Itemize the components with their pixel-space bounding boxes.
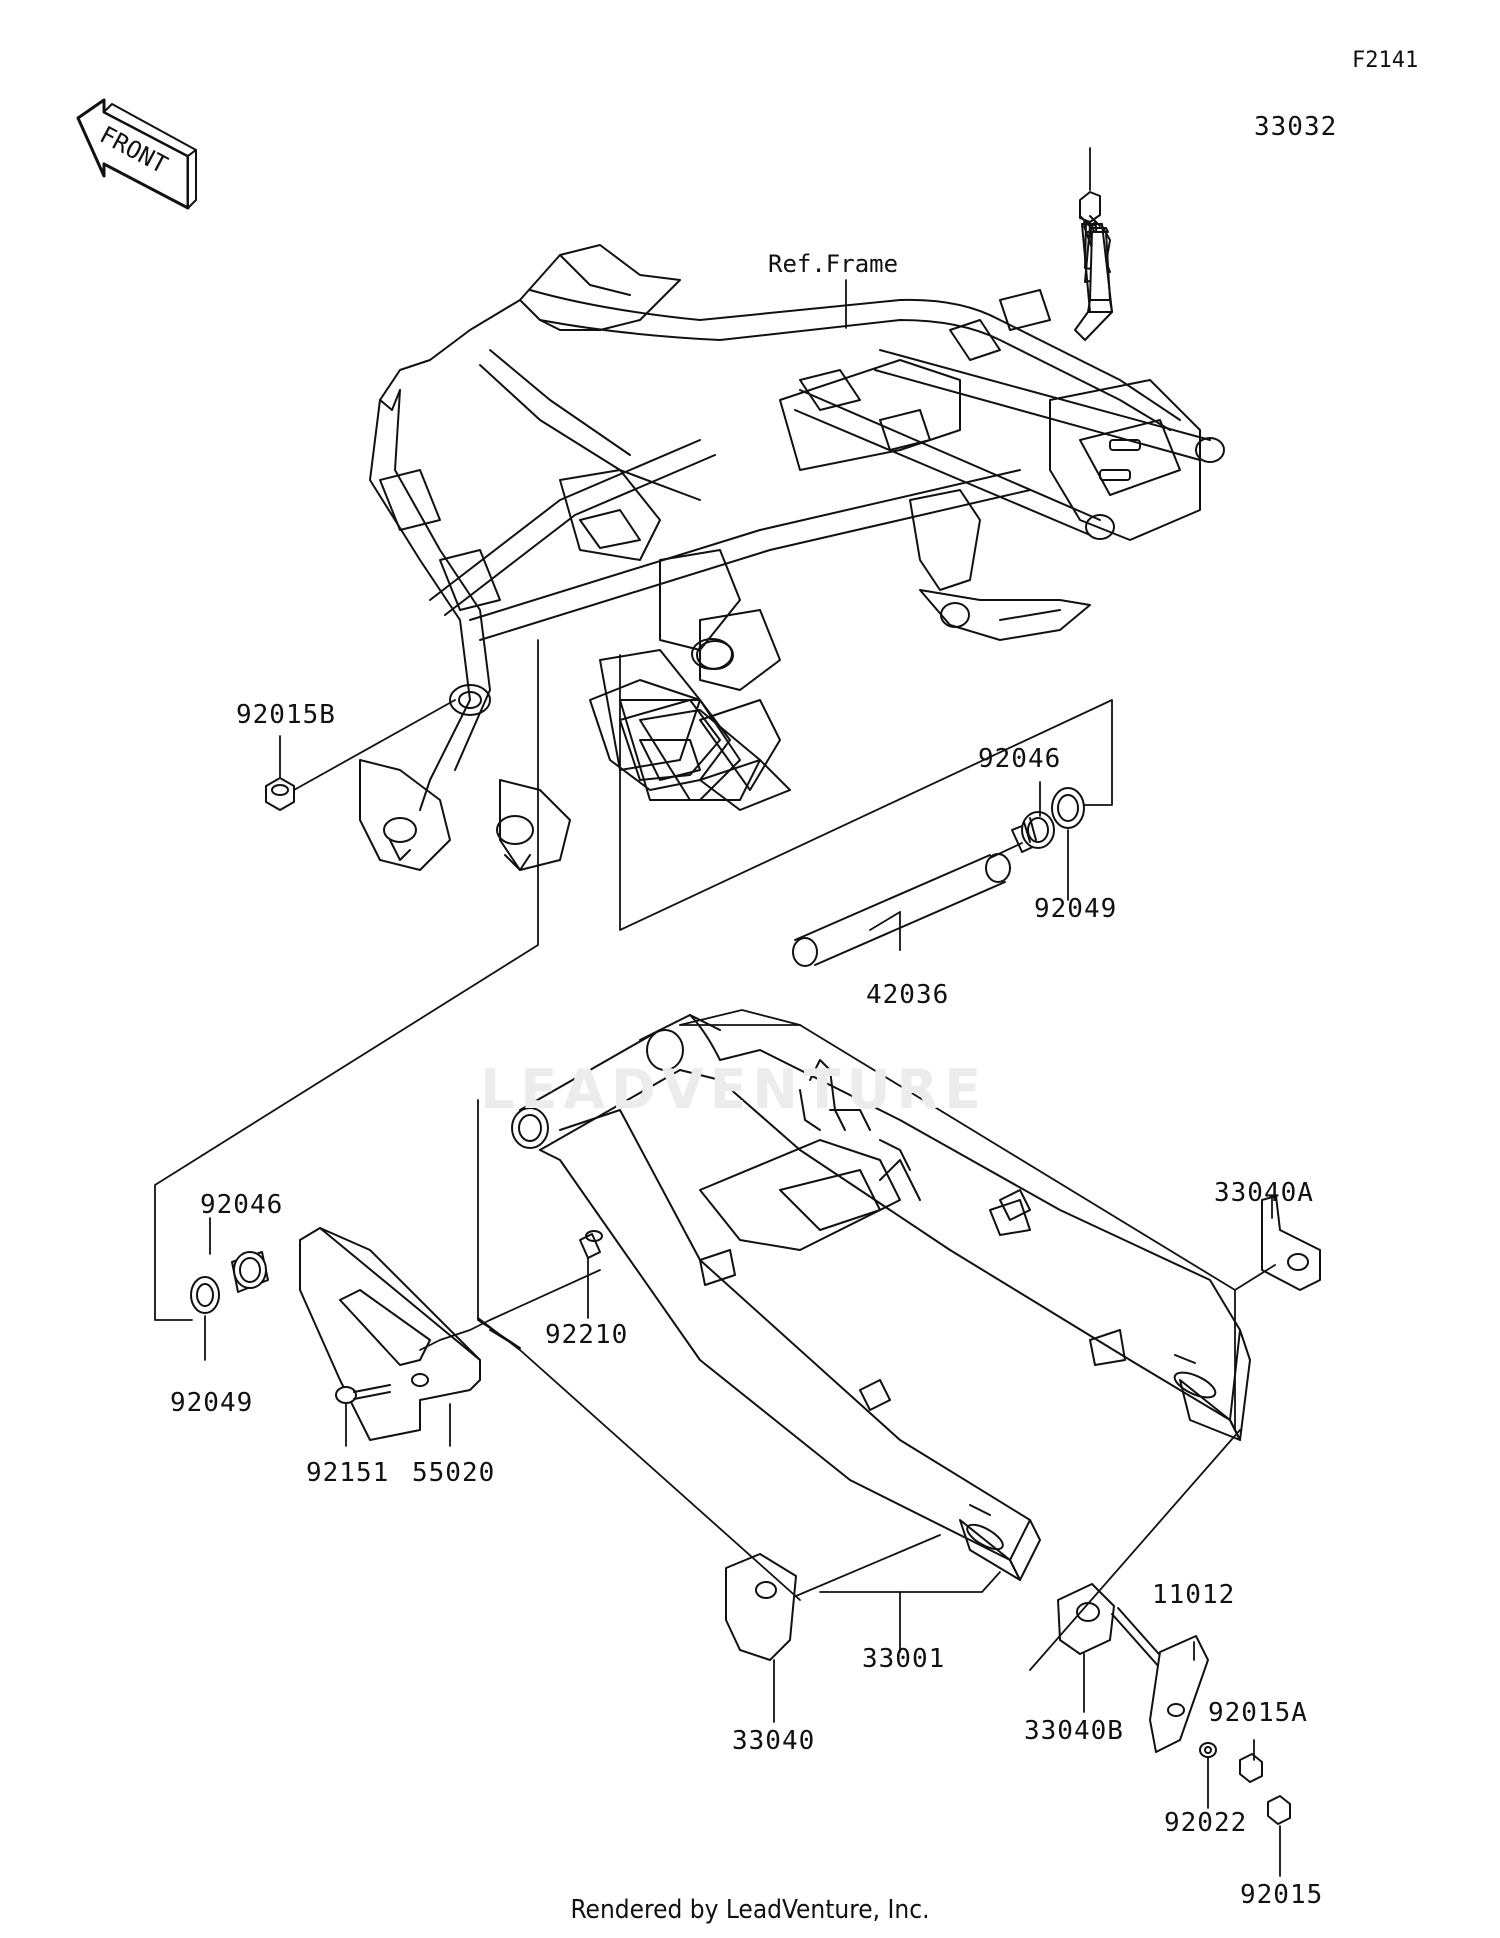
watermark: LEADVENTURE [480, 1058, 987, 1121]
leader-lines [205, 148, 1280, 1876]
part-label-92015B[interactable]: 92015B [236, 700, 336, 730]
adjuster-33040B [1058, 1584, 1114, 1654]
part-label-92015A[interactable]: 92015A [1208, 1698, 1308, 1728]
part-label-33032[interactable]: 33032 [1254, 112, 1338, 142]
part-label-33040B[interactable]: 33040B [1024, 1716, 1124, 1746]
chain-guide-55020-illustration [300, 1228, 480, 1440]
footer-credit: Rendered by LeadVenture, Inc. [570, 1895, 930, 1925]
nut-92015 [1268, 1796, 1290, 1824]
bolt-33032-shaft [1082, 224, 1112, 312]
seal-92049-top [1052, 788, 1084, 828]
part-label-11012[interactable]: 11012 [1152, 1580, 1236, 1610]
part-label-92046-left[interactable]: 92046 [200, 1190, 284, 1220]
adjuster-33040A [1262, 1196, 1320, 1290]
part-label-42036[interactable]: 42036 [866, 980, 950, 1010]
part-label-92049-top[interactable]: 92049 [1034, 894, 1118, 924]
part-label-55020[interactable]: 55020 [412, 1458, 496, 1488]
nut-92015A [1240, 1754, 1262, 1782]
part-label-33040A[interactable]: 33040A [1214, 1178, 1314, 1208]
part-label-92046-top[interactable]: 92046 [978, 744, 1062, 774]
pipe-42036-illustration [793, 854, 1010, 966]
nut-92015B [266, 778, 294, 810]
part-label-92049-left[interactable]: 92049 [170, 1388, 254, 1418]
part-label-92151[interactable]: 92151 [306, 1458, 390, 1488]
swingarm-33001-illustration [512, 1015, 1250, 1580]
part-label-92015[interactable]: 92015 [1240, 1880, 1324, 1910]
frame-reference-label: Ref.Frame [768, 250, 899, 278]
front-arrow-icon: FRONT [78, 100, 196, 208]
part-label-33040[interactable]: 33040 [732, 1726, 816, 1756]
seal-92049-left [191, 1277, 219, 1313]
screw-92151 [336, 1385, 390, 1403]
assembly-bracket-lines [155, 640, 1275, 1670]
part-label-33001[interactable]: 33001 [862, 1644, 946, 1674]
fitting-92210 [580, 1231, 602, 1258]
part-label-92022[interactable]: 92022 [1164, 1808, 1248, 1838]
washer-92022 [1200, 1743, 1216, 1757]
diagram-code: F2141 [1352, 48, 1419, 73]
frame-illustration [360, 245, 1224, 870]
bearing-92046-top [1012, 812, 1054, 852]
adjuster-33040 [726, 1554, 796, 1660]
part-label-92210[interactable]: 92210 [545, 1320, 629, 1350]
bearing-92046-left [232, 1252, 268, 1292]
bolt-11012 [1112, 1608, 1208, 1752]
bolt-33032-illustration [1075, 192, 1112, 340]
